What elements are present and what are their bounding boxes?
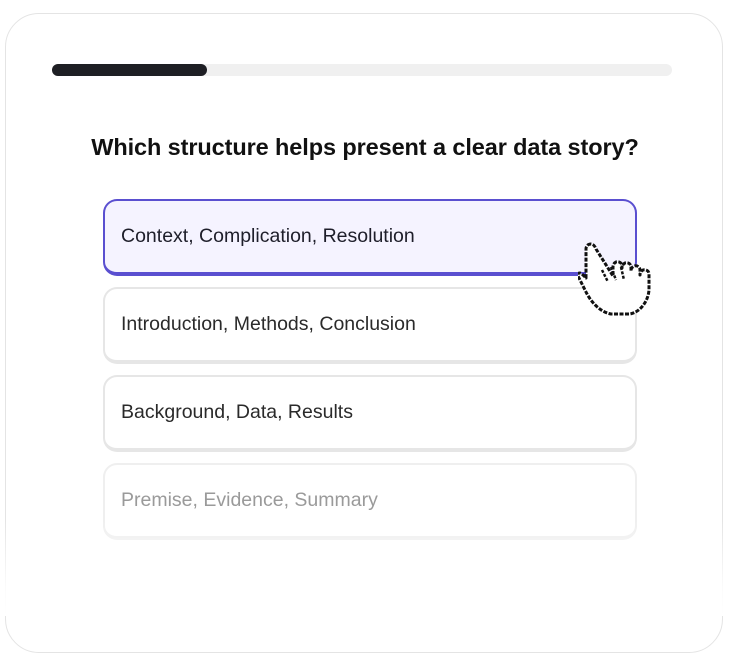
- answer-option-4[interactable]: Premise, Evidence, Summary: [103, 463, 637, 540]
- answer-option-label: Introduction, Methods, Conclusion: [121, 313, 416, 335]
- hand-pointer-icon: [578, 242, 651, 316]
- answer-option-label: Context, Complication, Resolution: [121, 225, 415, 247]
- answer-option-3[interactable]: Background, Data, Results: [103, 375, 637, 452]
- answer-option-1[interactable]: Context, Complication, Resolution: [103, 199, 637, 276]
- progress-bar-fill: [52, 64, 207, 76]
- answer-option-label: Background, Data, Results: [121, 401, 353, 423]
- progress-bar: [52, 64, 672, 76]
- answer-option-label: Premise, Evidence, Summary: [121, 489, 378, 511]
- question-text: Which structure helps present a clear da…: [91, 134, 639, 160]
- answer-option-2[interactable]: Introduction, Methods, Conclusion: [103, 287, 637, 364]
- answer-options: Context, Complication, Resolution Introd…: [103, 199, 637, 551]
